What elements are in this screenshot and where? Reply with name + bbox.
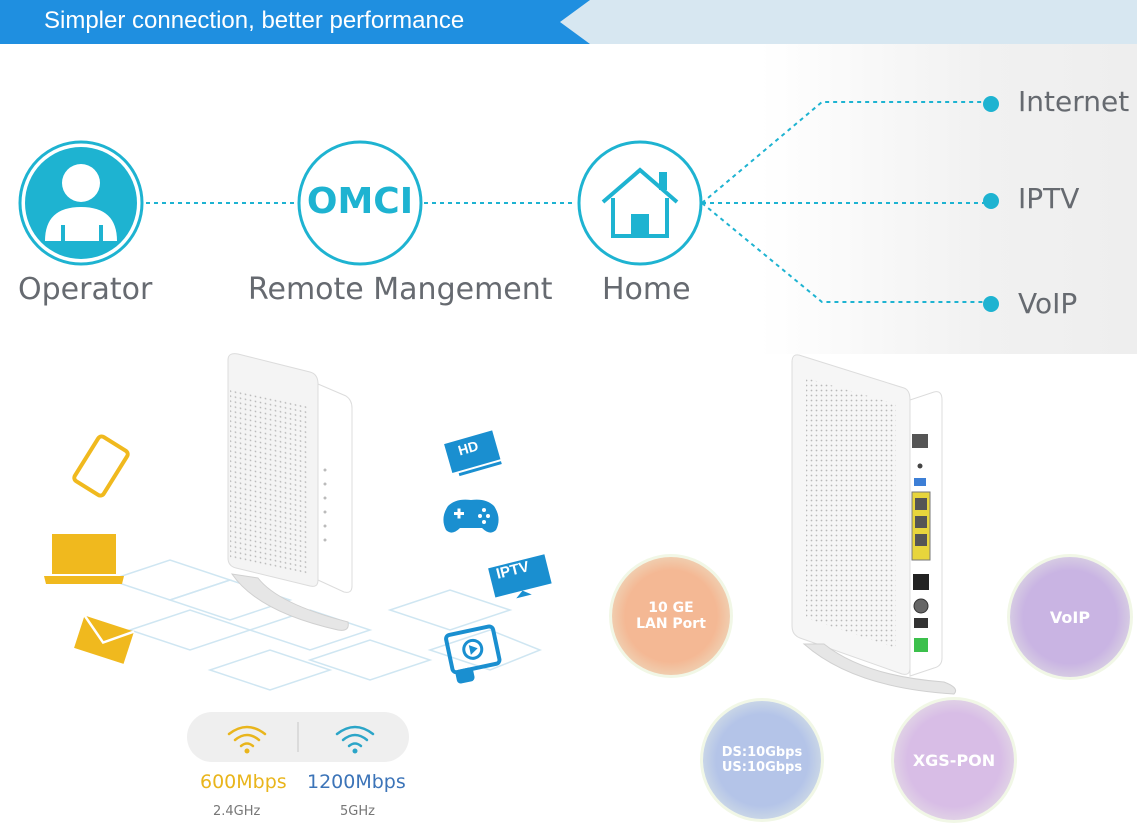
tablet-icon [72, 434, 130, 498]
mail-icon [74, 615, 135, 664]
touch-tablet-icon [444, 624, 502, 684]
banner [0, 0, 590, 44]
feature-voip: VoIP [1010, 557, 1130, 677]
wifi-panel [187, 712, 409, 762]
omci-badge: OMCI [306, 181, 414, 222]
operator-label: Operator [18, 272, 153, 307]
feature-10ge-line1: 10 GE [648, 600, 694, 616]
wifi-5g-frequency: 5GHz [340, 804, 375, 819]
feature-xgs-pon: XGS-PON [894, 700, 1014, 820]
feature-xgs-pon-label: XGS-PON [912, 750, 996, 770]
hd-tv-icon [444, 430, 502, 477]
omci-icon [297, 140, 423, 266]
home-icon [577, 140, 703, 266]
laptop-icon [44, 534, 124, 584]
feature-downstream: DS:10Gbps [721, 745, 803, 760]
gamepad-icon [443, 499, 499, 533]
wifi-router-device [227, 353, 353, 631]
service-iptv: IPTV [1018, 182, 1080, 215]
operator-icon [18, 140, 144, 266]
iptv-icon [488, 554, 552, 599]
feature-10ge-line2: LAN Port [636, 616, 706, 632]
remote-management-label: Remote Mangement [248, 272, 553, 307]
feature-voip-label: VoIP [1049, 607, 1091, 627]
wifi-5g-speed: 1200Mbps [307, 771, 406, 793]
wifi-2g-frequency: 2.4GHz [213, 804, 261, 819]
wifi-2g-icon [227, 725, 267, 754]
xgs-pon-router-device [791, 354, 957, 695]
home-label: Home [602, 272, 691, 307]
feature-upstream: US:10Gbps [721, 760, 803, 775]
wifi-5g-icon [335, 725, 375, 754]
banner-title: Simpler connection, better performance [44, 7, 465, 34]
floor-grid [107, 559, 543, 691]
topology-lines [146, 96, 999, 312]
wifi-2g-speed: 600Mbps [200, 771, 287, 793]
service-internet: Internet [1018, 85, 1130, 118]
service-voip: VoIP [1018, 287, 1078, 320]
